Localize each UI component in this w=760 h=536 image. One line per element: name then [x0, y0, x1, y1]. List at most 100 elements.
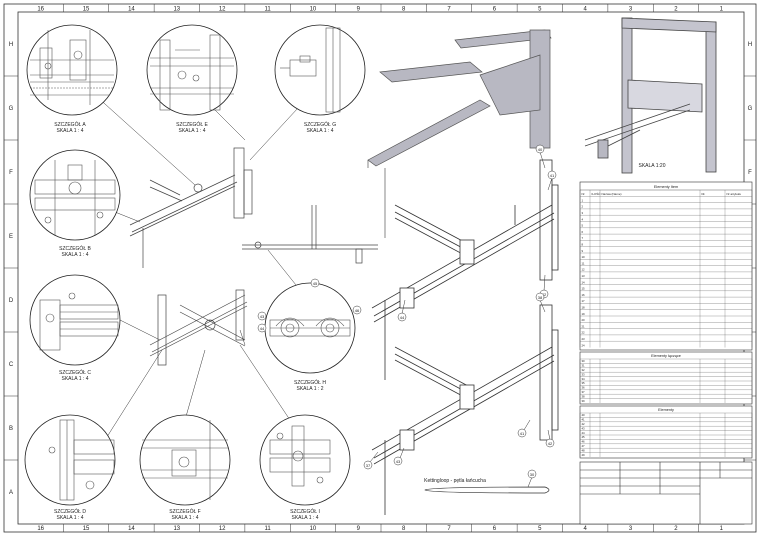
column-label-top: 14	[128, 7, 135, 13]
column-label-bottom: 6	[493, 526, 497, 532]
table-header-cell: Nr artykułu	[727, 192, 742, 196]
column-label-top: 3	[629, 7, 633, 13]
column-label-top: 1	[720, 7, 724, 13]
table-cell: 24	[582, 343, 586, 347]
detail-d-scale: SKALA 1 : 4	[57, 515, 84, 521]
main-assembly-upper	[371, 159, 559, 380]
column-label-bottom: 5	[538, 526, 542, 532]
balloon-upper-2: 41	[550, 173, 555, 178]
table-cell: 3	[582, 211, 584, 215]
table-cell: 48	[582, 448, 586, 452]
column-label-bottom: 8	[402, 526, 406, 532]
table-cell: 49	[582, 453, 586, 457]
balloon-h-1: 43	[260, 314, 265, 319]
detail-d-title: SZCZEGÓŁ D	[54, 508, 86, 515]
balloons-detail-h: 43 44 45 46	[257, 278, 362, 333]
balloon-30-text: 30	[530, 472, 535, 477]
row-label-left: A	[9, 490, 13, 496]
detail-b-title: SZCZEGÓŁ B	[59, 245, 91, 252]
section-view-d	[149, 289, 248, 366]
iso-scale-label: SKALA 1:20	[639, 163, 666, 169]
table-cell: 13	[582, 274, 586, 278]
table-cell: 2	[582, 205, 584, 209]
column-label-bottom: 9	[357, 526, 361, 532]
detail-i-scale: SKALA 1 : 4	[292, 515, 319, 521]
table-cell: 12	[582, 268, 586, 272]
balloons-upper: 40 41 42 44	[397, 144, 557, 322]
column-label-top: 10	[310, 7, 317, 13]
balloon-lower-4: 42	[548, 441, 553, 446]
table-cell: 43	[582, 426, 586, 430]
column-label-bottom: 2	[674, 526, 678, 532]
detail-d-view	[24, 414, 116, 506]
table-cell: 21	[582, 324, 586, 328]
table-cell: 36	[582, 386, 586, 390]
column-label-top: 12	[219, 7, 226, 13]
column-label-top: 16	[37, 7, 44, 13]
parts-list-1-title: Elementy Item	[654, 185, 678, 189]
table-cell: 7	[582, 236, 584, 240]
chain-loop	[424, 486, 550, 494]
table-cell: 47	[582, 444, 586, 448]
detail-h-title: SZCZEGÓŁ H	[294, 379, 326, 386]
detail-a-scale: SKALA 1 : 4	[57, 128, 84, 134]
chain-label: Kettingloop - pętla łańcucha	[424, 478, 486, 484]
parts-list-2-title: Elementy łączące	[651, 354, 681, 358]
row-label-right: H	[748, 42, 752, 48]
detail-c-view	[29, 274, 121, 366]
row-label-right: F	[748, 170, 752, 176]
detail-h-view	[264, 282, 356, 374]
row-label-left: H	[9, 42, 13, 48]
main-assembly-lower	[371, 304, 559, 515]
detail-c-scale: SKALA 1 : 4	[62, 376, 89, 382]
table-cell: 17	[582, 299, 586, 303]
column-label-top: 6	[493, 7, 497, 13]
detail-e-scale: SKALA 1 : 4	[179, 128, 206, 134]
row-label-left: E	[9, 234, 13, 240]
row-label-left: B	[9, 426, 13, 432]
column-label-bottom: 10	[310, 526, 317, 532]
table-cell: 18	[582, 306, 586, 310]
detail-a-view	[26, 24, 118, 116]
column-label-top: 15	[83, 7, 90, 13]
table-cell: 11	[582, 261, 585, 265]
balloon-lower-1: 37	[366, 463, 371, 468]
row-label-left: C	[9, 362, 14, 368]
balloon-upper-1: 40	[538, 147, 543, 152]
column-label-top: 9	[357, 7, 361, 13]
table-cell: 9	[582, 249, 584, 253]
detail-g-scale: SKALA 1 : 4	[307, 128, 334, 134]
iso-view-top	[367, 29, 552, 238]
column-label-bottom: 15	[83, 526, 90, 532]
balloon-upper-3: 42	[542, 292, 547, 297]
parts-list-3-title: Elementy	[658, 408, 674, 412]
table-cell: 38	[582, 394, 586, 398]
detail-a-title: SZCZEGÓŁ A	[54, 121, 86, 128]
column-label-top: 8	[402, 7, 406, 13]
table-cell: 32	[582, 368, 586, 372]
balloon-h-4: 46	[355, 308, 360, 313]
column-label-top: 2	[674, 7, 678, 13]
detail-f-view	[139, 414, 231, 506]
table-cell: 22	[582, 331, 586, 335]
column-label-bottom: 4	[584, 526, 588, 532]
table-cell: 37	[582, 390, 586, 394]
column-label-bottom: 11	[264, 526, 271, 532]
title-block	[579, 461, 753, 525]
section-view-t	[242, 205, 378, 264]
table-cell: 20	[582, 318, 586, 322]
detail-leaders	[94, 94, 311, 441]
table-cell: 34	[582, 377, 586, 381]
table-cell: 30	[582, 359, 586, 363]
column-label-bottom: 14	[128, 526, 135, 532]
table-cell: 8	[582, 243, 584, 247]
column-label-bottom: 12	[219, 526, 226, 532]
